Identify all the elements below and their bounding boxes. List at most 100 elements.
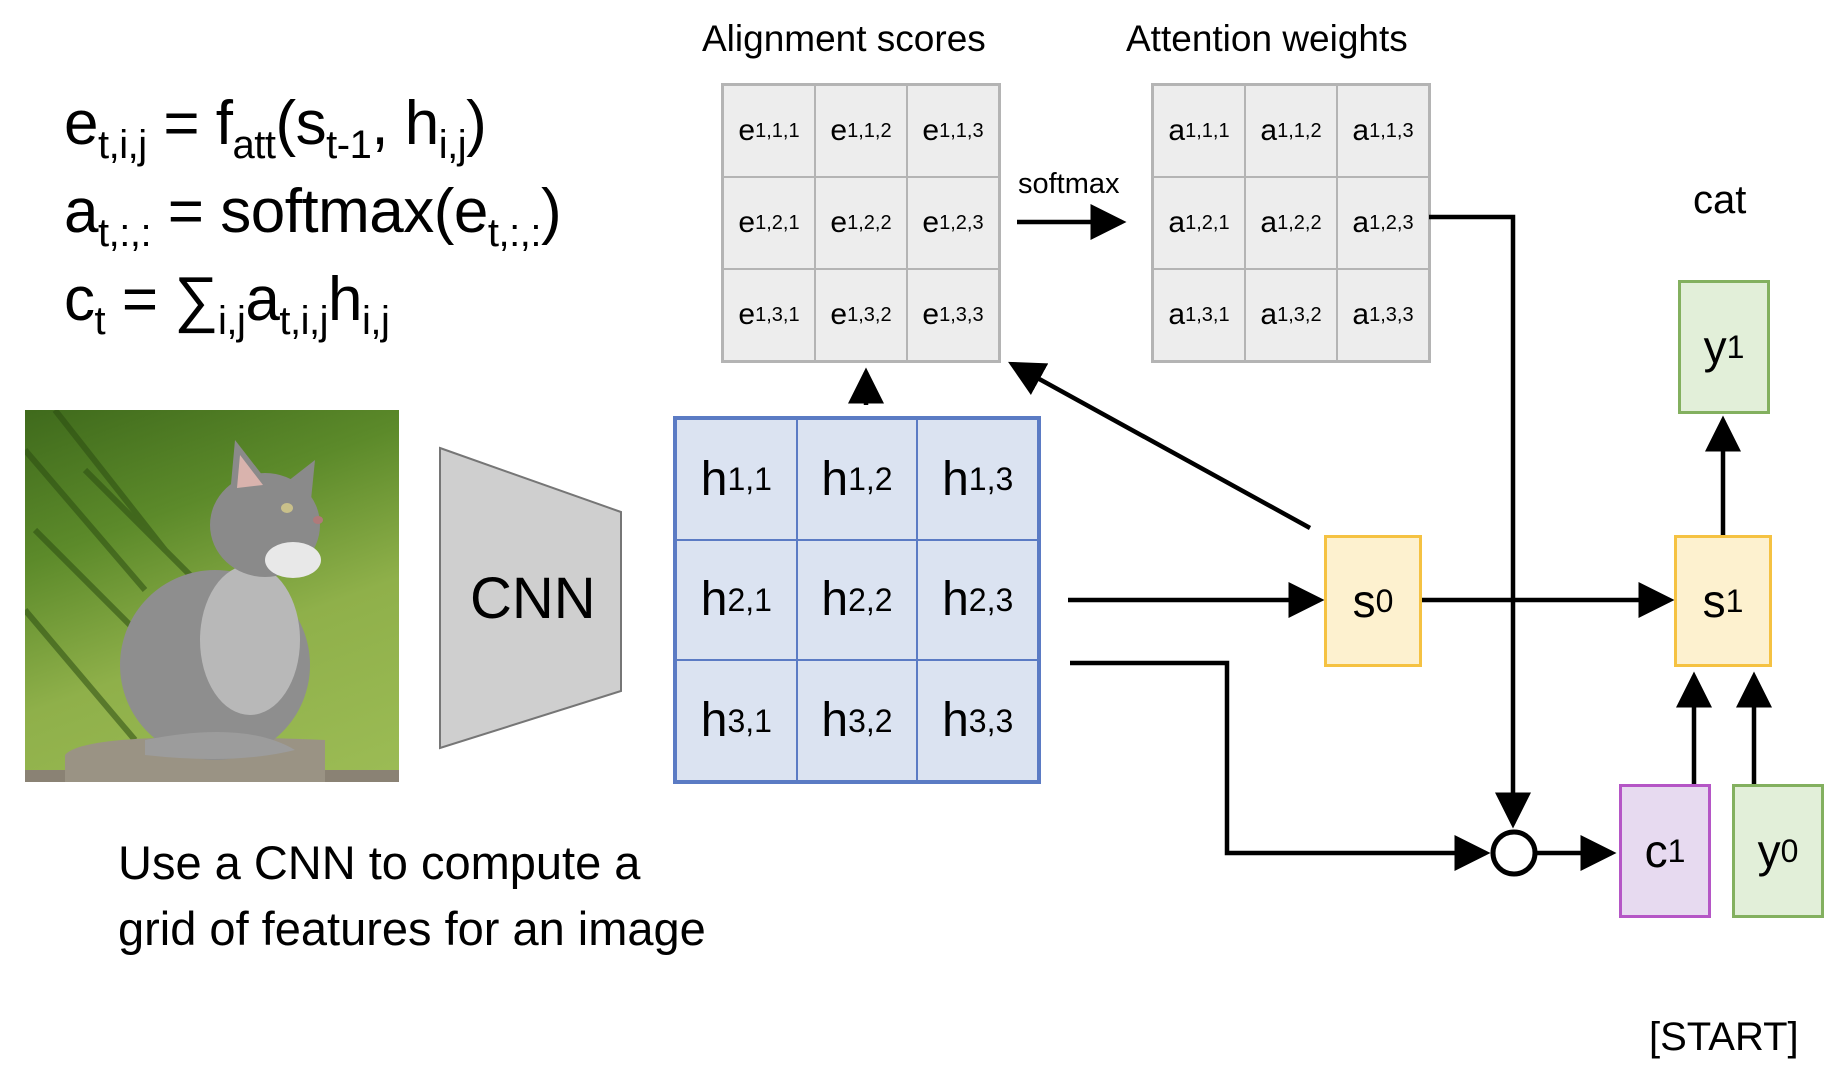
alignment-score-cell-symbol: e: [922, 114, 940, 147]
equation-subscript: t-1: [326, 123, 372, 167]
equation-term: ): [466, 89, 487, 158]
feature-cell-symbol: h: [821, 452, 849, 506]
node-symbol: s: [1352, 575, 1376, 627]
alignment-score-cell-symbol: e: [922, 298, 940, 331]
alignment-score-cell-symbol: e: [738, 298, 756, 331]
equation-term: a: [245, 265, 280, 334]
feature-cell-symbol: h: [942, 694, 969, 748]
alignment-score-cell-symbol: e: [922, 206, 940, 239]
equation-term: = softmax(e: [151, 177, 489, 246]
equation-term: h: [327, 265, 362, 334]
node-symbol: y: [1757, 825, 1781, 877]
kitten-image: [25, 410, 399, 782]
alignment-score-cell-symbol: e: [830, 298, 848, 331]
equation-subscript: att: [232, 123, 276, 167]
equation-term: = f: [146, 89, 233, 158]
combine-node-icon: [1490, 829, 1538, 877]
equation-term: = ∑: [105, 265, 219, 334]
attention-weight-cell-symbol: a: [1260, 298, 1278, 331]
caption: Use a CNN to compute a grid of features …: [118, 830, 706, 962]
attention-weight-cell-symbol: a: [1352, 114, 1370, 147]
node-symbol: c: [1644, 825, 1668, 877]
equation-lhs: a: [64, 177, 98, 246]
equation-subscript: t,:,:: [97, 211, 152, 255]
kitten-illustration: [25, 410, 399, 782]
equation-context: ct = ∑i,jat,i,jhi,j: [64, 256, 390, 344]
feature-cell-symbol: h: [821, 573, 849, 627]
equation-subscript: i,j: [438, 123, 467, 167]
alignment-score-cell-symbol: e: [738, 206, 756, 239]
equation-lhs: e: [64, 89, 98, 158]
caption-line-1: Use a CNN to compute a: [118, 836, 641, 889]
softmax-label: softmax: [1018, 168, 1120, 200]
alignment-score-cell-symbol: e: [830, 206, 848, 239]
equation-term: (s: [275, 89, 327, 158]
attention-weight-cell-symbol: a: [1168, 298, 1186, 331]
attention-weight-cell-symbol: a: [1260, 114, 1278, 147]
equation-term: , h: [371, 89, 439, 158]
start-token: [START]: [1649, 1015, 1799, 1059]
wire-weights-to-combine: [1429, 214, 1531, 829]
alignment-score-cell-symbol: e: [830, 114, 848, 147]
cnn-block: [439, 446, 622, 750]
attention-weight-cell-symbol: a: [1168, 114, 1186, 147]
node-symbol: y: [1703, 321, 1727, 373]
equation-subscript: t,i,j: [97, 123, 147, 167]
attention-weight-cell-symbol: a: [1168, 206, 1186, 239]
output-word-cat: cat: [1693, 178, 1747, 222]
equation-softmax: at,:,: = softmax(et,:,:): [64, 168, 562, 256]
caption-line-2: grid of features for an image: [118, 902, 706, 955]
equation-alignment: et,i,j = fatt(st-1, hi,j): [64, 80, 487, 168]
feature-cell-symbol: h: [942, 452, 969, 506]
equation-subscript: t,:,:: [487, 211, 542, 255]
equation-subscript: i,j: [361, 299, 390, 343]
arrow-s0-to-scores: [1008, 361, 1312, 530]
equation-lhs: c: [64, 265, 95, 334]
equation-subscript: i,j: [217, 299, 246, 343]
wire-features-to-combine: [1070, 660, 1491, 871]
attention-weights-title: Attention weights: [1126, 18, 1408, 59]
alignment-score-cell-symbol: e: [738, 114, 756, 147]
attention-weight-cell-symbol: a: [1352, 298, 1370, 331]
equation-subscript: t: [94, 299, 106, 343]
attention-weight-cell-symbol: a: [1260, 206, 1278, 239]
equation-subscript: t,i,j: [279, 299, 328, 343]
attention-weight-cell-symbol: a: [1352, 206, 1370, 239]
alignment-scores-title: Alignment scores: [702, 18, 986, 59]
feature-cell-symbol: h: [821, 694, 849, 748]
feature-cell-symbol: h: [700, 573, 728, 627]
equation-term: ): [541, 177, 562, 246]
